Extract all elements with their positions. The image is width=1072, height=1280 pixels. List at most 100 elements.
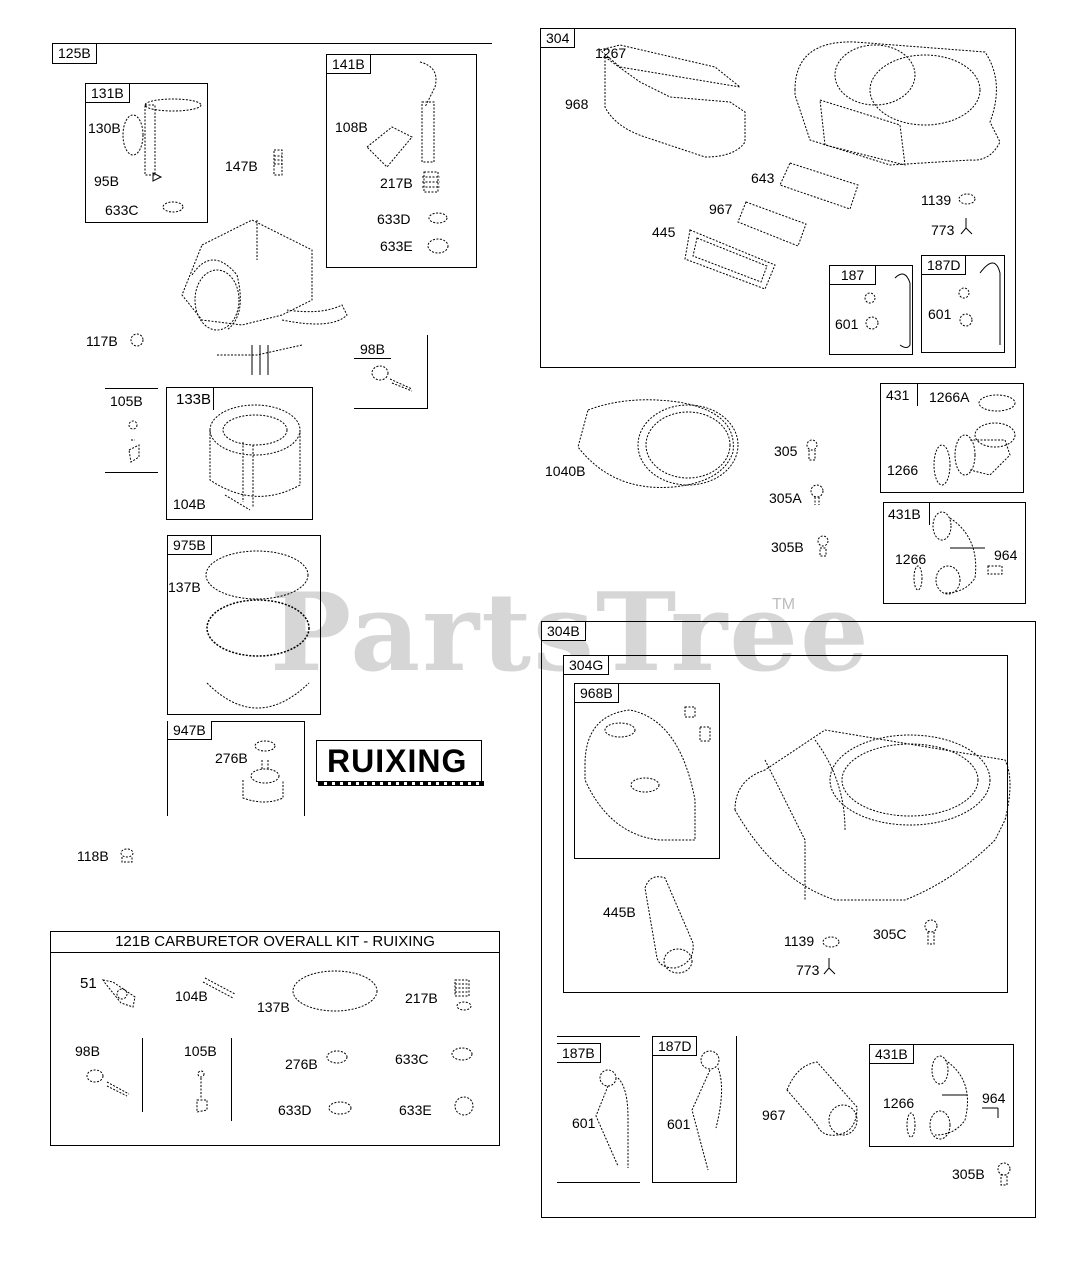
kit-431-tag[interactable]: 431	[886, 387, 910, 403]
kit-part-105b[interactable]: 105B	[184, 1043, 217, 1059]
part-label-117b[interactable]: 117B	[86, 333, 118, 349]
part-label-1266-431[interactable]: 1266	[887, 462, 919, 478]
kit-968b-box	[574, 683, 720, 859]
part-label-305b-304b[interactable]: 305B	[952, 1166, 985, 1182]
air-filter-cover-icon	[598, 44, 746, 158]
part-label-601-187d[interactable]: 601	[928, 306, 952, 322]
part-label-104b[interactable]: 104B	[173, 496, 206, 512]
kit-133b-tag[interactable]: 133B	[176, 391, 212, 408]
kit-divider-2	[231, 1038, 232, 1121]
part-label-773[interactable]: 773	[931, 222, 955, 238]
part-label-305a[interactable]: 305A	[769, 490, 802, 506]
kit-975b-tag[interactable]: 975B	[167, 535, 212, 555]
part-label-601-187[interactable]: 601	[835, 316, 859, 332]
part-label-968[interactable]: 968	[565, 96, 589, 112]
kit-part-633e[interactable]: 633E	[399, 1102, 432, 1118]
idle-screw-icon	[273, 149, 283, 176]
part-label-98b[interactable]: 98B	[360, 341, 385, 357]
kit-141b-box	[326, 54, 477, 268]
part-label-1139[interactable]: 1139	[921, 192, 952, 208]
part-label-1040b[interactable]: 1040B	[545, 463, 586, 479]
kit-187d-304b-tag[interactable]: 187D	[652, 1036, 698, 1056]
part-label-305b[interactable]: 305B	[771, 539, 804, 555]
kit-part-98b[interactable]: 98B	[75, 1043, 100, 1059]
kit-187d-tag[interactable]: 187D	[921, 255, 967, 275]
intake-elbow-431b-lower-icon	[906, 1055, 999, 1140]
kit-947b-tag[interactable]: 947B	[167, 721, 212, 740]
part-label-1267[interactable]: 1267	[595, 45, 627, 61]
kit-304g-tag[interactable]: 304G	[563, 655, 610, 675]
part-label-137b[interactable]: 137B	[168, 579, 201, 595]
part-label-601-187b[interactable]: 601	[572, 1115, 596, 1131]
part-label-967-304b[interactable]: 967	[762, 1107, 786, 1123]
part-label-967[interactable]: 967	[709, 201, 733, 217]
part-label-305[interactable]: 305	[774, 443, 798, 459]
part-label-964-upper[interactable]: 964	[994, 547, 1018, 563]
kit-part-633c[interactable]: 633C	[395, 1051, 429, 1067]
kit-part-633d[interactable]: 633D	[278, 1102, 312, 1118]
group-125b-tag[interactable]: 125B	[52, 43, 97, 64]
part-label-276b[interactable]: 276B	[215, 750, 248, 766]
kit-part-104b[interactable]: 104B	[175, 988, 208, 1004]
part-label-601-187d-304b[interactable]: 601	[667, 1116, 691, 1132]
kit-131b-tag[interactable]: 131B	[85, 83, 130, 103]
part-label-105b[interactable]: 105B	[110, 393, 143, 409]
kit-431b-lower-tag[interactable]: 431B	[869, 1044, 914, 1064]
part-105b-rule-bottom	[105, 472, 158, 473]
group-304-box	[540, 28, 1016, 368]
breather-tube-187-icon	[864, 273, 911, 348]
kit-187b-rule-bottom	[557, 1182, 640, 1183]
kit-part-137b[interactable]: 137B	[257, 999, 290, 1015]
part-label-633e[interactable]: 633E	[380, 238, 413, 254]
kit-part-276b[interactable]: 276B	[285, 1056, 318, 1072]
part-label-95b[interactable]: 95B	[94, 173, 119, 189]
part-label-217b[interactable]: 217B	[380, 175, 413, 191]
screw-305b-304b-icon	[997, 1162, 1011, 1186]
part-label-445b[interactable]: 445B	[603, 904, 636, 920]
blower-housing-304-icon	[794, 41, 1001, 166]
needle-valve-105b-icon	[128, 420, 140, 463]
kit-431b-upper-box	[883, 502, 1026, 604]
part-label-445[interactable]: 445	[652, 224, 676, 240]
kit-187b-rule-top	[557, 1036, 640, 1037]
kit-975b-box	[167, 535, 321, 715]
kit-431b-upper-tag-divider	[929, 503, 930, 525]
kit-431-tag-divider	[917, 384, 918, 406]
kit-part-217b[interactable]: 217B	[405, 990, 438, 1006]
part-label-118b[interactable]: 118B	[77, 848, 109, 864]
kit-968b-tag[interactable]: 968B	[574, 683, 619, 703]
part-label-1139-304g[interactable]: 1139	[784, 933, 815, 949]
kit-131b-box	[85, 83, 208, 223]
kit-187-tag[interactable]: 187	[829, 265, 876, 285]
part-label-633d[interactable]: 633D	[377, 211, 411, 227]
kit-187b-tag[interactable]: 187B	[557, 1043, 601, 1063]
kit-part-51[interactable]: 51	[80, 975, 97, 992]
float-133b-icon	[209, 404, 301, 511]
part-label-964-lower[interactable]: 964	[982, 1090, 1006, 1106]
part-label-643[interactable]: 643	[751, 170, 775, 186]
part-label-147b[interactable]: 147B	[225, 158, 258, 174]
clip-773-304g-icon	[823, 958, 836, 975]
part-label-130b[interactable]: 130B	[88, 120, 121, 136]
part-label-1266-431b-upper[interactable]: 1266	[895, 551, 927, 567]
seal-633c-icon	[451, 1047, 473, 1061]
filter-445-icon	[684, 229, 776, 290]
part-label-1266a[interactable]: 1266A	[929, 389, 970, 405]
part-label-305c[interactable]: 305C	[873, 926, 907, 942]
group-304-tag[interactable]: 304	[540, 28, 576, 48]
part-label-108b[interactable]: 108B	[335, 119, 368, 135]
kit-187d-304b-box	[652, 1036, 737, 1183]
kit-431b-upper-tag[interactable]: 431B	[888, 506, 921, 522]
kit-141b-tag[interactable]: 141B	[326, 54, 371, 74]
part-label-633c[interactable]: 633C	[105, 202, 139, 218]
group-304b-tag[interactable]: 304B	[541, 621, 586, 641]
part-label-773-304g[interactable]: 773	[796, 962, 820, 978]
kit-133b-box	[166, 387, 313, 520]
gasket-51-icon	[101, 979, 136, 1008]
air-cleaner-cover-968b-icon	[584, 706, 711, 841]
o-ring-1266a-icon	[978, 394, 1016, 412]
part-label-1266-431b-lower[interactable]: 1266	[883, 1095, 915, 1111]
filter-445b-icon	[644, 876, 694, 974]
pre-cleaner-643-icon	[779, 162, 859, 210]
watermark-trademark: TM	[772, 596, 796, 613]
